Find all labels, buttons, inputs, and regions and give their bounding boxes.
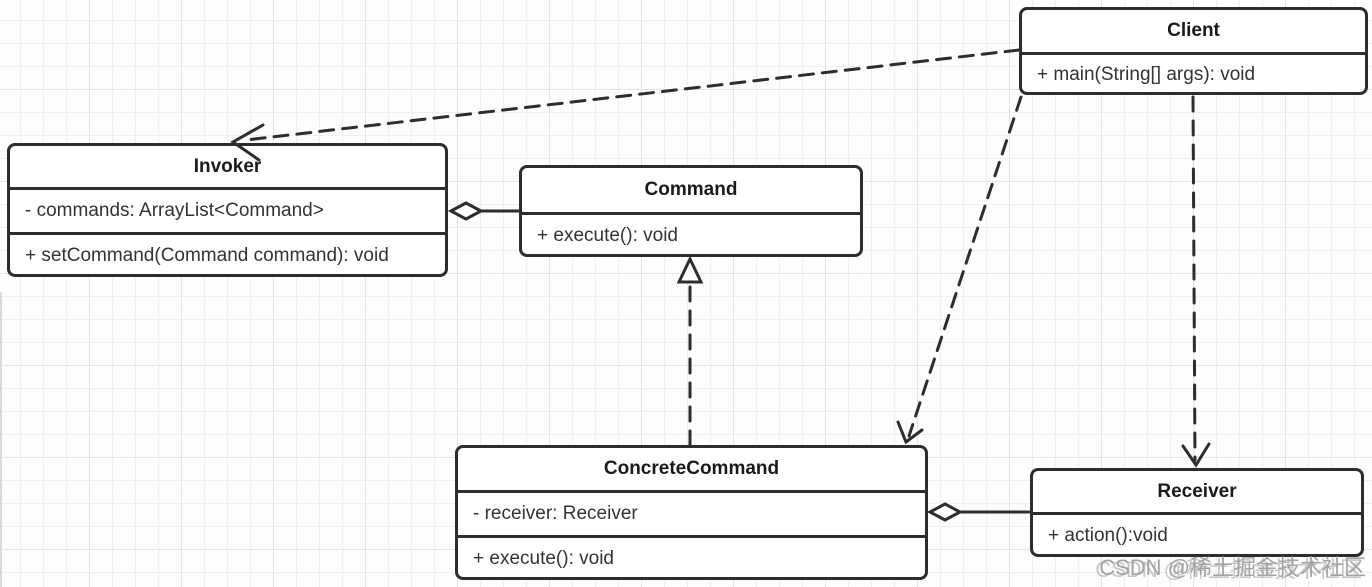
realization-concretecommand-to-command — [676, 255, 704, 447]
class-command: Command + execute(): void — [519, 165, 863, 257]
class-concretecommand: ConcreteCommand - receiver: Receiver + e… — [455, 445, 928, 580]
class-receiver-name: Receiver — [1157, 480, 1237, 502]
class-client-method-main: + main(String[] args): void — [1022, 52, 1365, 95]
watermark: CSDN @稀土掘金技术社区 CSDN @稀土掘金技术社区 — [1095, 550, 1366, 582]
class-invoker-method-setcommand: + setCommand(Command command): void — [10, 232, 445, 277]
class-client-name: Client — [1167, 20, 1220, 41]
class-receiver: Receiver + action():void — [1030, 468, 1364, 557]
class-client: Client + main(String[] args): void — [1019, 7, 1368, 95]
aggregation-invoker-command — [447, 201, 521, 221]
watermark-text: CSDN @稀土掘金技术社区 — [1099, 555, 1366, 580]
class-command-name: Command — [644, 179, 738, 200]
class-concretecommand-method-execute: + execute(): void — [458, 535, 925, 580]
class-concretecommand-name: ConcreteCommand — [603, 458, 780, 479]
class-invoker: Invoker - commands: ArrayList<Command> +… — [7, 143, 448, 277]
class-receiver-method-action: + action():void — [1033, 512, 1361, 557]
class-invoker-attr-commands: - commands: ArrayList<Command> — [10, 187, 445, 232]
class-invoker-name: Invoker — [193, 155, 262, 177]
dependency-client-to-receiver — [1181, 95, 1211, 468]
aggregation-concretecommand-receiver — [926, 502, 1031, 522]
dependency-client-to-concretecommand — [896, 95, 1023, 445]
watermark-ghost-layer: CSDN @稀土掘金技术社区 — [1095, 557, 1362, 582]
class-concretecommand-attr-receiver: - receiver: Receiver — [458, 490, 925, 535]
left-edge-artifact — [0, 292, 2, 587]
class-command-method-execute: + execute(): void — [522, 212, 860, 257]
